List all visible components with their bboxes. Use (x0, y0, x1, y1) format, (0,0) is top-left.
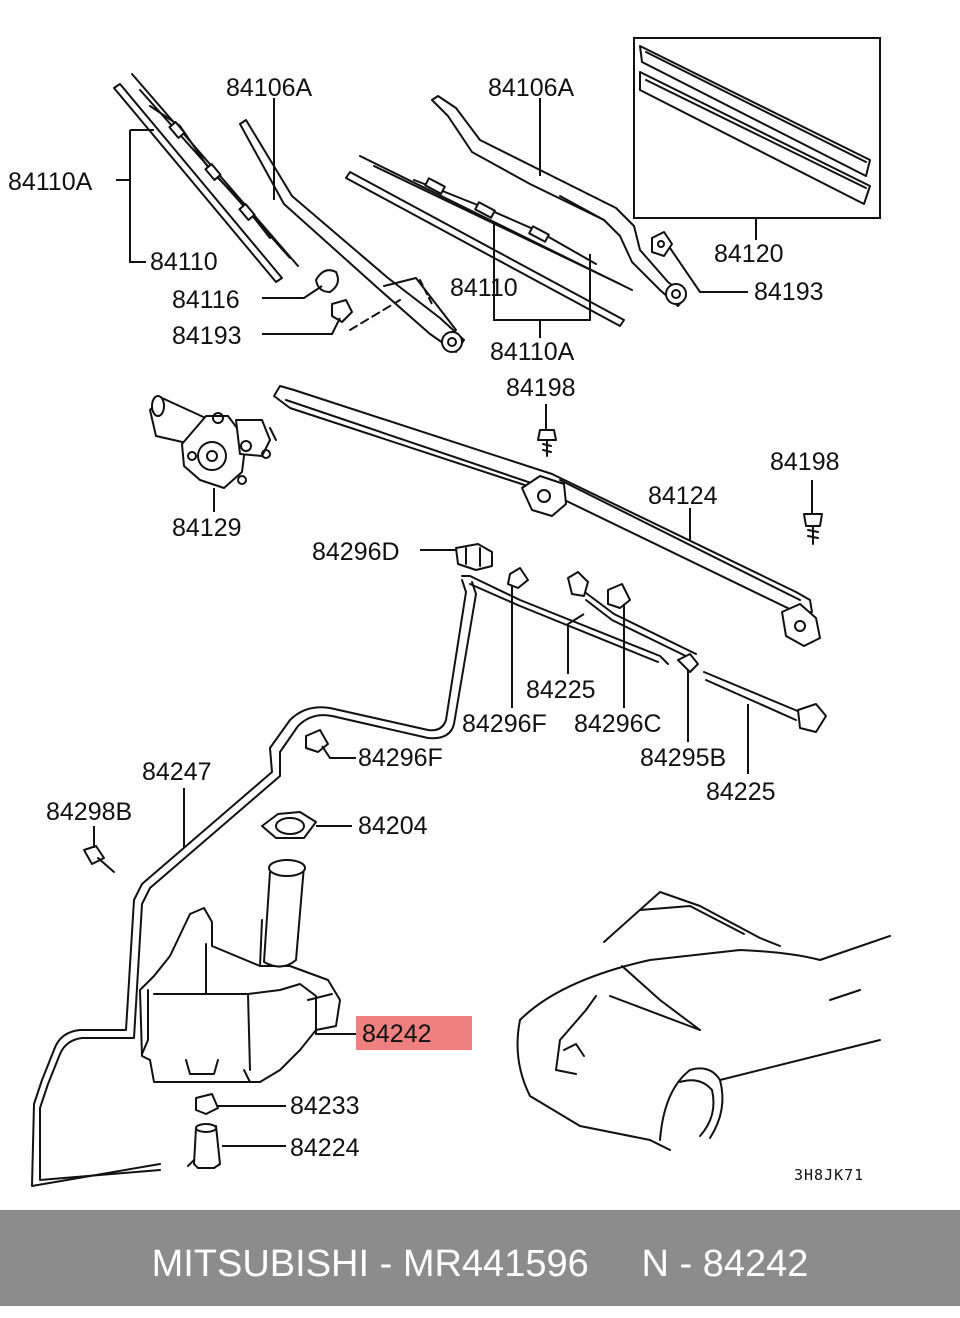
label-84296F-a: 84296F (462, 710, 547, 738)
highlight-84242 (356, 1016, 472, 1050)
label-84124: 84124 (648, 482, 718, 510)
label-84106A-right: 84106A (488, 74, 575, 102)
right-nut (651, 231, 673, 257)
parts-diagram: 84110A 84110 84106A 84116 84193 84106A 8… (8, 37, 891, 1187)
left-small-parts (315, 269, 401, 331)
label-84198-top: 84198 (506, 374, 576, 402)
left-wiper-blade (113, 73, 299, 283)
label-84224: 84224 (290, 1134, 360, 1162)
footer-bar: MITSUBISHI - MR441596 N - 84242 (0, 1210, 960, 1306)
car-location-thumbnail (516, 891, 891, 1151)
label-84193-left: 84193 (172, 322, 242, 350)
bolts-84198 (537, 429, 823, 545)
label-84106A-left: 84106A (226, 74, 313, 102)
label-84225-b: 84225 (706, 778, 776, 806)
label-84204: 84204 (358, 812, 428, 840)
left-wiper-arm (239, 119, 465, 353)
label-84110A-left: 84110A (8, 168, 93, 196)
label-84295B: 84295B (640, 744, 726, 772)
washer-hoses (31, 543, 827, 1187)
label-84110-left: 84110 (150, 248, 218, 276)
label-84110A-right: 84110A (490, 338, 575, 366)
part-labels: 84110A 84110 84106A 84116 84193 84106A 8… (8, 74, 864, 1184)
label-84120: 84120 (714, 240, 784, 268)
wiper-motor (149, 395, 277, 489)
wiper-linkage (273, 385, 821, 647)
label-84242: 84242 (362, 1020, 432, 1048)
label-84296F-b: 84296F (358, 744, 443, 772)
label-84233: 84233 (290, 1092, 360, 1120)
label-84129: 84129 (172, 514, 242, 542)
label-84193-right: 84193 (754, 278, 824, 306)
refill-box (633, 37, 881, 219)
right-wiper-arm (431, 95, 687, 307)
label-84298B: 84298B (46, 798, 132, 826)
label-84296D: 84296D (312, 538, 400, 566)
drawing-code: 3H8JK71 (794, 1166, 864, 1184)
washer-tank (83, 811, 341, 1169)
leader-lines (93, 98, 813, 1147)
diagram-drawing: 84110A 84110 84106A 84116 84193 84106A 8… (8, 37, 891, 1187)
label-84110-right: 84110 (450, 274, 518, 302)
label-84296C: 84296C (574, 710, 662, 738)
footer-part-number: MITSUBISHI - MR441596 N - 84242 (151, 1243, 809, 1285)
right-wiper-blade (345, 155, 633, 327)
label-84198-right: 84198 (770, 448, 840, 476)
label-84247: 84247 (142, 758, 212, 786)
label-84225-a: 84225 (526, 676, 596, 704)
label-84116: 84116 (172, 286, 240, 314)
